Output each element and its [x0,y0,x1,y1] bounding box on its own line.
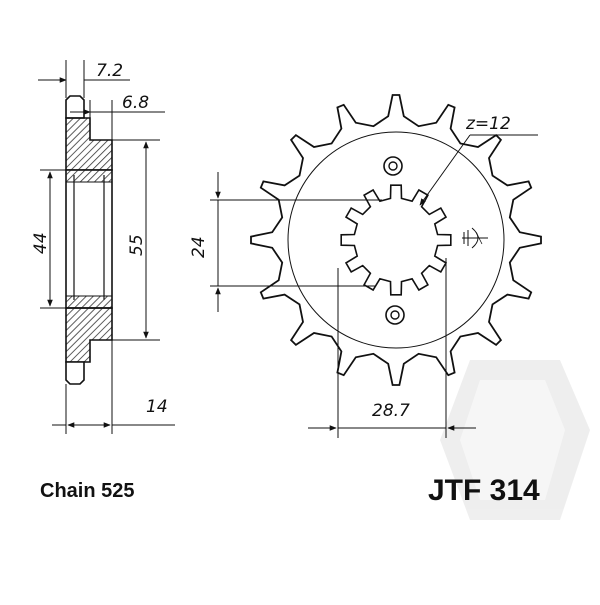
bottom-tooth [65,361,85,385]
front-view: z=12 24 28.7 [189,94,542,438]
side-view: 7.2 6.8 44 55 14 [31,60,175,434]
bottom-section [65,307,113,363]
dim-bolt-spacing: 24 [189,236,209,258]
pitch-circle [287,131,505,349]
bore-section [65,169,113,309]
dim-outer-height: 55 [127,234,147,256]
spline-bore [340,184,452,296]
top-section [65,117,113,171]
dim-spline-width: 28.7 [372,401,410,421]
bolt-hole-bottom [385,305,405,325]
spline-strip-top [65,169,113,183]
spline-strip-bottom [65,295,113,309]
dim-inner-height: 44 [31,232,51,254]
chain-size-label: Chain 525 [40,480,135,502]
part-number-label: JTF 314 [428,474,540,507]
teeth-count-label: z=12 [465,114,511,134]
watermark-logo [440,360,590,520]
bolt-hole-top [383,156,403,176]
dim-hub-step: 6.8 [122,93,149,113]
top-tooth [65,95,85,119]
lock-mark-icon [462,227,488,249]
dim-top-width: 7.2 [96,61,123,81]
dim-total-width: 14 [146,397,168,417]
